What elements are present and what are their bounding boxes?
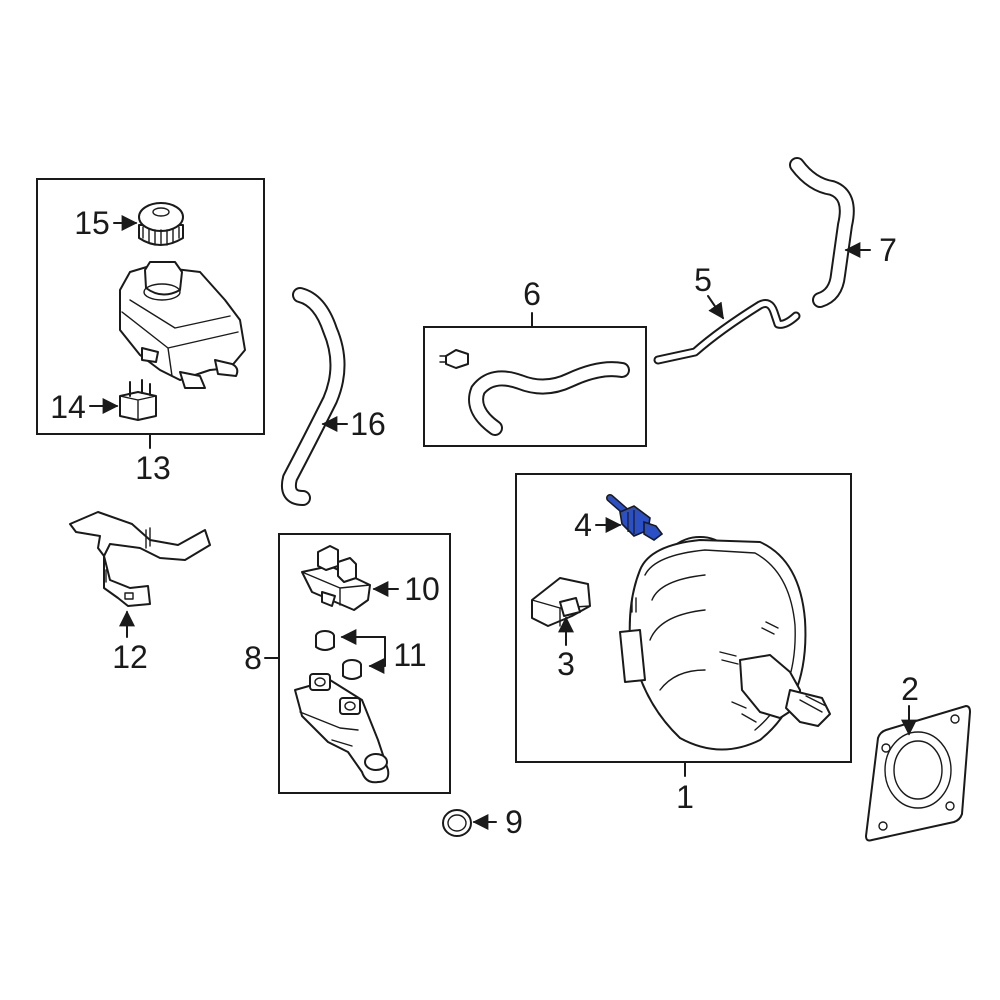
callout-10: 10 (404, 571, 440, 607)
callout-9: 9 (505, 804, 523, 840)
callout-1: 1 (676, 779, 694, 815)
grommet-lower (342, 659, 362, 680)
booster-group-box (515, 473, 852, 763)
o-ring (442, 809, 472, 837)
brake-booster (619, 536, 831, 751)
check-valve (606, 494, 664, 541)
master-cylinder-group-box (278, 533, 451, 794)
mounting-bracket (69, 511, 211, 607)
vacuum-hose (439, 349, 630, 436)
booster-gasket (865, 705, 971, 842)
vacuum-hose-group-box (423, 326, 647, 447)
callout-2: 2 (901, 671, 919, 707)
callout-15: 15 (74, 205, 110, 241)
check-valve-hose (789, 157, 855, 308)
callout-4: 4 (574, 507, 592, 543)
callout-11-arrow-lower (368, 636, 386, 674)
grommet-upper (315, 630, 335, 651)
callout-5: 5 (694, 262, 712, 298)
callout-5-arrow (707, 295, 724, 320)
master-cylinder (294, 673, 390, 784)
pressure-sensor (301, 545, 371, 611)
callout-12: 12 (112, 639, 148, 675)
reservoir-cap (138, 202, 184, 246)
callout-13: 13 (135, 450, 171, 486)
level-sensor (119, 379, 157, 421)
booster-sensor (531, 577, 591, 627)
callout-11: 11 (393, 637, 426, 673)
reservoir-hose (280, 287, 346, 506)
reservoir-tank (119, 261, 246, 389)
vacuum-tube (653, 299, 801, 365)
callout-7: 7 (879, 232, 897, 268)
callout-6: 6 (523, 276, 541, 312)
callout-16: 16 (350, 406, 386, 442)
callout-8: 8 (244, 640, 262, 676)
callout-3: 3 (557, 646, 575, 682)
callout-14: 14 (50, 389, 86, 425)
